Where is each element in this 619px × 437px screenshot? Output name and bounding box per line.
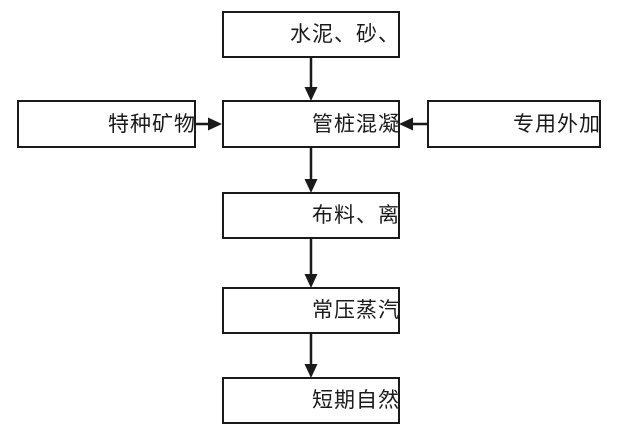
- node-materials[interactable]: 水泥、砂、: [222, 11, 400, 58]
- arrow-down-steam-to-natural: [304, 334, 318, 378]
- arrow-down-materials-to-concrete: [304, 58, 318, 101]
- node-pile-concrete[interactable]: 管桩混凝: [222, 100, 400, 148]
- node-special-mineral[interactable]: 特种矿物: [17, 100, 196, 148]
- node-special-mineral-label: 特种矿物: [108, 111, 196, 136]
- node-special-admixture-label: 专用外加: [513, 111, 601, 136]
- node-atmospheric-steam[interactable]: 常压蒸汽: [222, 287, 400, 334]
- node-distribution-centrifuge[interactable]: 布料、离: [222, 192, 400, 239]
- node-short-term-natural[interactable]: 短期自然: [222, 377, 400, 424]
- arrow-left-admixture-to-concrete: [399, 117, 427, 131]
- arrow-down-concrete-to-distribution: [304, 148, 318, 193]
- node-short-term-natural-label: 短期自然: [312, 388, 400, 412]
- arrow-right-mineral-to-concrete: [196, 117, 222, 131]
- node-special-admixture[interactable]: 专用外加: [427, 100, 601, 148]
- node-atmospheric-steam-label: 常压蒸汽: [312, 298, 400, 322]
- node-pile-concrete-label: 管桩混凝: [312, 111, 400, 136]
- node-distribution-centrifuge-label: 布料、离: [312, 203, 400, 227]
- node-materials-label: 水泥、砂、: [290, 22, 400, 46]
- arrow-down-distribution-to-steam: [304, 239, 318, 288]
